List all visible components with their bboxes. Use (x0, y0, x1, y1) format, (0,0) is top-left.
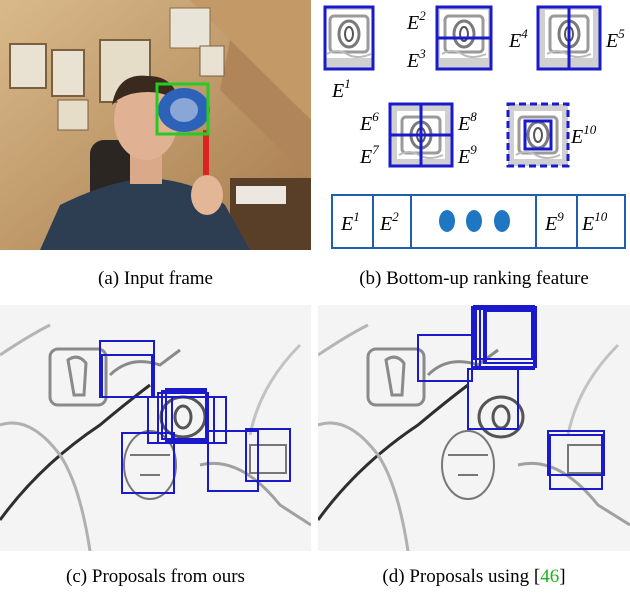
vector-cell-e10: E10 (581, 209, 608, 235)
label-e10: E10 (570, 122, 597, 148)
caption-a: (a) Input frame (98, 268, 213, 289)
feature-patch-e6-e9 (388, 102, 454, 168)
caption-d-suffix: ] (559, 566, 566, 587)
ellipsis-dot (466, 210, 482, 232)
label-e1: E1 (331, 76, 351, 102)
citation-link[interactable]: 46 (540, 566, 560, 587)
feature-patch-e1 (323, 5, 375, 71)
input-frame-image (0, 0, 311, 250)
label-e4: E4 (508, 26, 528, 52)
proposals-baseline-panel (318, 305, 630, 551)
proposal-boxes-ours (99, 340, 291, 494)
input-frame-photo (0, 0, 311, 250)
feature-patch-e10 (506, 102, 570, 168)
feature-patch-e4-e5 (536, 5, 602, 71)
label-e7: E7 (359, 142, 379, 168)
caption-b: (b) Bottom-up ranking feature (359, 268, 589, 289)
label-e8: E8 (457, 109, 477, 135)
caption-d: (d) Proposals using [46] (318, 566, 630, 588)
caption-c: (c) Proposals from ours (66, 566, 245, 587)
proposals-ours-edge-map (0, 305, 311, 551)
proposals-ours-panel (0, 305, 311, 551)
label-e5: E5 (605, 26, 625, 52)
proposal-boxes-baseline (417, 305, 605, 490)
ground-truth-box (155, 82, 210, 136)
feature-patch-e2-e3 (435, 5, 493, 71)
caption-d-prefix: (d) Proposals using [ (382, 566, 541, 587)
vector-cell-e1: E1 (340, 209, 360, 235)
ellipsis-dot (439, 210, 455, 232)
label-e6: E6 (359, 109, 379, 135)
proposals-baseline-edge-map (318, 305, 630, 551)
label-e2: E2 (406, 8, 426, 34)
vector-cell-e9: E9 (544, 209, 564, 235)
ranking-feature-panel: E1 E2 E3 E4 E5 E6 E7 E8 E9 (318, 0, 630, 262)
feature-vector (331, 194, 626, 249)
ellipsis-dot (494, 210, 510, 232)
label-e9: E9 (457, 142, 477, 168)
label-e3: E3 (406, 46, 426, 72)
vector-cell-e2: E2 (379, 209, 399, 235)
ranking-feature-diagram: E1 E2 E3 E4 E5 E6 E7 E8 E9 (323, 5, 626, 249)
